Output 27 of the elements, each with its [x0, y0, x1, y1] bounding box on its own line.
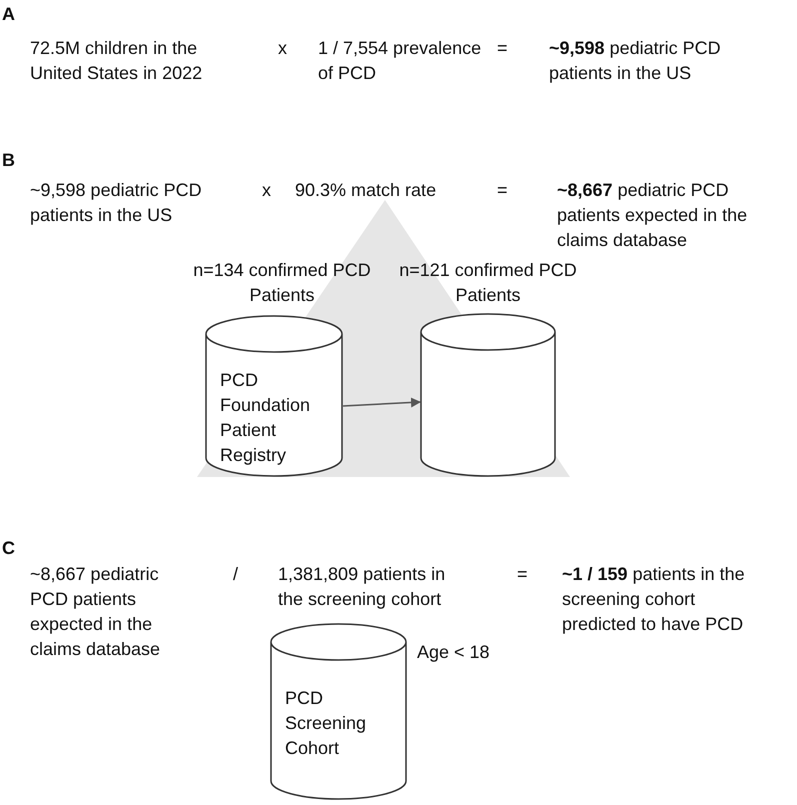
equation-text: 72.5M children in the United States in 2022: [30, 37, 204, 85]
panel-letter: A: [2, 3, 16, 26]
operator-symbol: =: [497, 37, 509, 60]
count-label: n=134 confirmed PCD Patients: [192, 259, 372, 307]
operator-symbol: =: [517, 563, 529, 586]
equation-text: ~8,667 pediatric PCD patients expected in the claims database: [557, 179, 748, 252]
panel-letter: C: [2, 537, 16, 560]
database-cylinder: [205, 316, 343, 476]
equation-text: 1,381,809 patients in the screening cohort: [278, 563, 446, 611]
arrow: [342, 397, 421, 408]
equation-text: 1 / 7,554 prevalence of PCD: [318, 37, 482, 85]
equation-text: 90.3% match rate: [295, 179, 438, 202]
cylinder-label: PCD Foundation Patient Registry: [220, 369, 312, 467]
operator-symbol: x: [262, 179, 272, 202]
operator-symbol: =: [497, 179, 509, 202]
database-cylinder: [270, 624, 407, 799]
operator-symbol: x: [278, 37, 288, 60]
cylinder-label: PCD Screening Cohort: [285, 687, 368, 760]
equation-text: ~9,598 pediatric PCD patients in the US: [549, 37, 722, 85]
database-cylinder: [420, 314, 556, 476]
equation-text: ~1 / 159 patients in the screening cohort predicted to have PCD: [562, 563, 746, 636]
equation-text: ~9,598 pediatric PCD patients in the US: [30, 179, 203, 227]
equation-text: ~8,667 pediatric PCD patients expected in the claims database: [30, 563, 162, 661]
operator-symbol: /: [233, 563, 240, 586]
count-label: Age < 18: [417, 641, 491, 664]
count-label: n=121 confirmed PCD Patients: [398, 259, 578, 307]
panel-letter: B: [2, 149, 16, 172]
